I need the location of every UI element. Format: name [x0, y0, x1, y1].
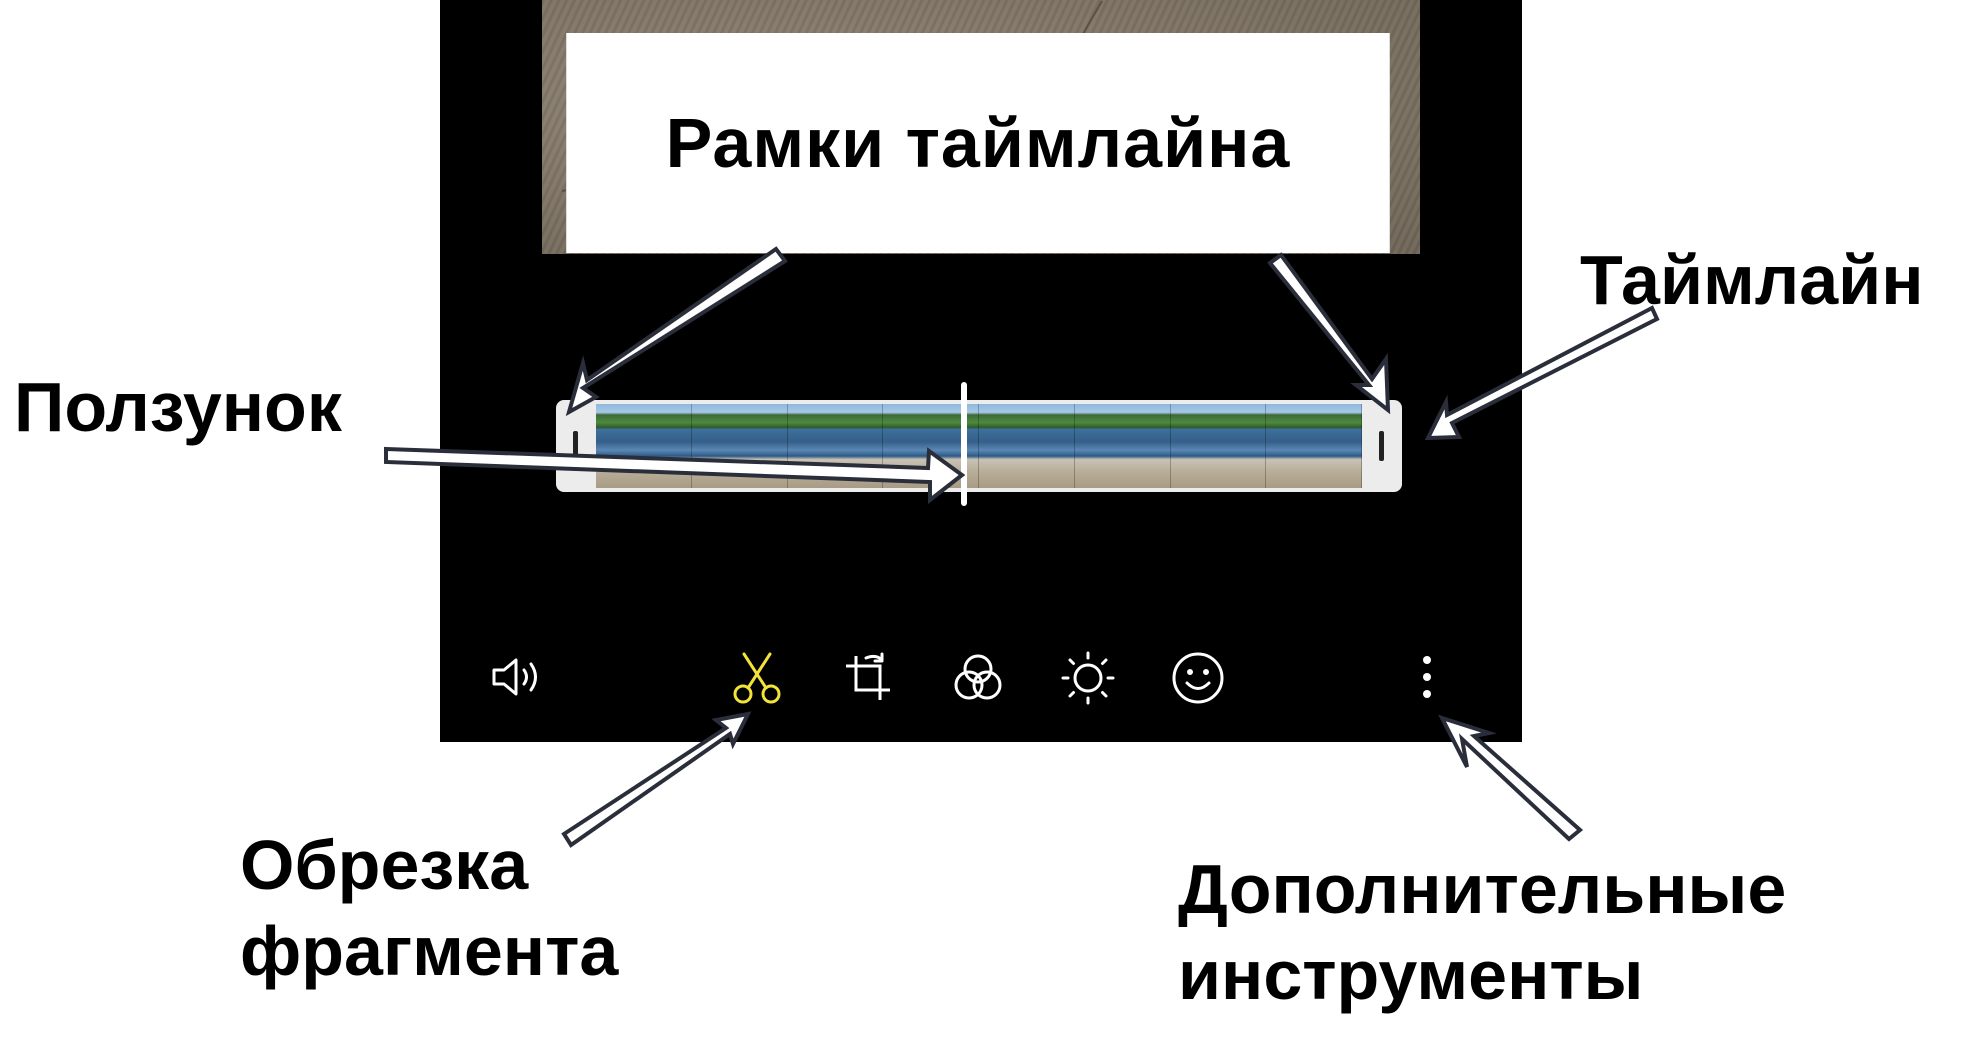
- more-tools-callout-line2: инструменты: [1178, 936, 1644, 1014]
- playhead-slider[interactable]: [960, 382, 967, 506]
- timeline-frames-callout: Рамки таймлайна: [566, 33, 1390, 253]
- brightness-icon[interactable]: [1060, 650, 1116, 706]
- more-tools-callout-line1: Дополнительные: [1178, 850, 1787, 928]
- thumbnail: [1074, 404, 1171, 488]
- arrow-trim: [561, 711, 752, 848]
- scissors-icon[interactable]: [730, 650, 784, 706]
- trim-callout-line1: Обрезка: [240, 826, 529, 904]
- more-vertical-icon[interactable]: [1412, 652, 1442, 706]
- more-tools-callout-label: Дополнительные инструменты: [1178, 846, 1786, 1018]
- trim-callout-line2: фрагмента: [240, 912, 619, 990]
- grip-icon: [1379, 431, 1384, 461]
- arrow-timeline-frame-left: [565, 246, 788, 417]
- rotate-crop-icon[interactable]: [840, 650, 896, 706]
- filters-icon[interactable]: [950, 650, 1006, 706]
- timeline-frames-label: Рамки таймлайна: [665, 104, 1291, 182]
- slider-callout-label: Ползунок: [14, 368, 342, 446]
- arrow-timeline: [1424, 305, 1660, 441]
- trim-callout-label: Обрезка фрагмента: [240, 822, 618, 994]
- sound-icon[interactable]: [488, 652, 544, 702]
- thumbnail: [1266, 404, 1362, 488]
- thumbnail: [979, 404, 1075, 488]
- timeline-callout-label: Таймлайн: [1580, 241, 1924, 319]
- timeline-frame-right-handle[interactable]: [1362, 400, 1402, 492]
- grip-icon: [573, 431, 578, 461]
- arrow-timeline-frame-right: [1267, 252, 1391, 415]
- emoji-icon[interactable]: [1170, 650, 1226, 706]
- timeline-frame-left-handle[interactable]: [556, 400, 596, 492]
- arrow-more-tools: [1438, 714, 1584, 842]
- thumbnail: [1170, 404, 1267, 488]
- arrow-slider: [384, 446, 966, 505]
